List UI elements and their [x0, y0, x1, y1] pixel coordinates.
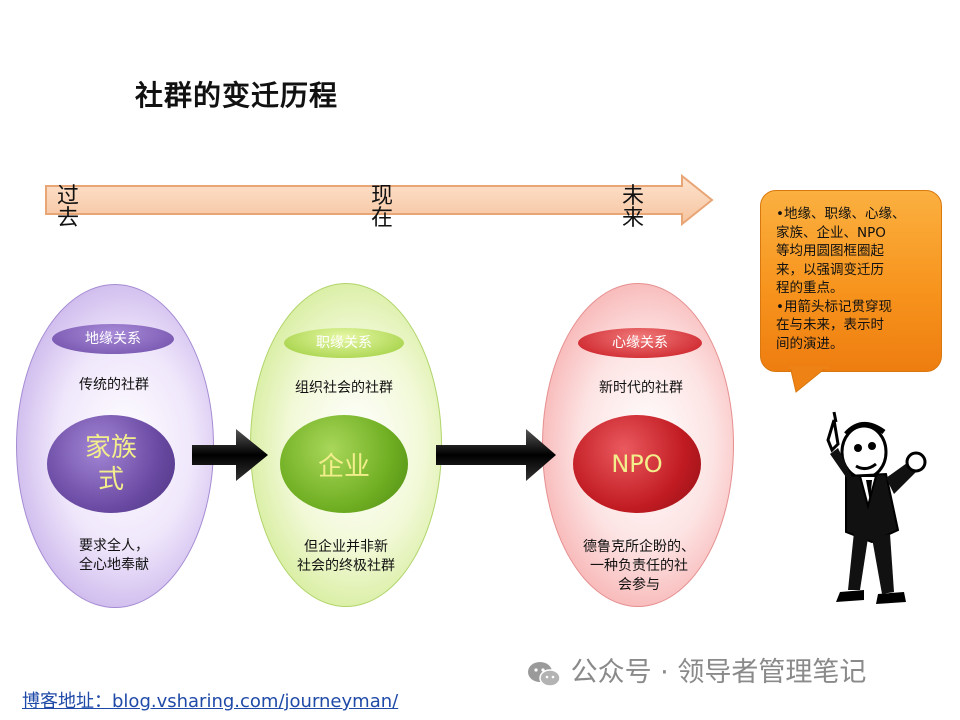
callout-tail — [789, 366, 829, 393]
caption-traditional-community: 传统的社群 — [79, 377, 149, 393]
timeline-present-label: 现在 — [370, 184, 393, 231]
callout-line1: •地缘、职缘、心缘、 — [776, 206, 906, 222]
callout-line8: 间的演进。 — [776, 335, 844, 352]
callout-line3: 等均用圆图框圈起 — [776, 243, 884, 259]
note-traditional: 要求全人， 全心地奉献 — [52, 537, 176, 575]
blog-link[interactable]: 博客地址：blog.vsharing.com/journeyman/ — [22, 691, 399, 712]
page-title: 社群的变迁历程 — [135, 79, 339, 112]
core-label-npo: NPO — [611, 450, 663, 478]
core-circle-family: 家族式 — [47, 415, 175, 513]
note-new-era-line3: 会参与 — [618, 577, 660, 593]
callout-line6: •用箭头标记贯穿现 — [776, 298, 892, 315]
wechat-watermark: 公众号 · 领导者管理笔记 — [526, 650, 866, 689]
note-traditional-line1: 要求全人， — [79, 538, 149, 554]
note-new-era-line2: 一种负责任的社 — [590, 558, 688, 574]
note-organizational-line2: 社会的终极社群 — [297, 558, 395, 574]
timeline-past-label: 过去 — [56, 184, 79, 231]
callout-line4: 来，以强调变迁历 — [776, 261, 884, 278]
watermark-text: 公众号 · 领导者管理笔记 — [570, 657, 867, 688]
callout-text: •地缘、职缘、心缘、 家族、企业、NPO 等均用圆图框圈起 来，以强调变迁历 程… — [776, 205, 932, 353]
callout-line7: 在与未来，表示时 — [776, 317, 884, 333]
note-organizational-line1: 但企业并非新 — [304, 539, 388, 555]
core-circle-enterprise: 企业 — [280, 415, 408, 513]
core-label-enterprise: 企业 — [317, 451, 370, 482]
tag-geographic-relation: 地缘关系 — [52, 324, 174, 354]
transition-arrow-2 — [436, 429, 556, 481]
tag-occupational-relation: 职缘关系 — [284, 328, 404, 358]
wechat-icon — [526, 659, 562, 689]
callout-box — [760, 190, 942, 372]
note-new-era: 德鲁克所企盼的、 一种负责任的社 会参与 — [572, 538, 706, 595]
caption-new-era-community: 新时代的社群 — [599, 380, 683, 396]
tag-spiritual-relation: 心缘关系 — [578, 328, 702, 358]
callout-line5: 程的重点。 — [776, 280, 844, 296]
timeline-arrow — [45, 173, 714, 227]
thinking-man-illustration — [826, 411, 927, 604]
callout-line2: 家族、企业、NPO — [776, 224, 886, 241]
caption-organizational-community: 组织社会的社群 — [295, 380, 393, 396]
core-label-family: 家族式 — [84, 433, 137, 495]
note-new-era-line1: 德鲁克所企盼的、 — [583, 539, 695, 555]
note-traditional-line2: 全心地奉献 — [79, 557, 149, 573]
timeline-future-label: 未来 — [621, 184, 644, 231]
note-organizational: 但企业并非新 社会的终极社群 — [276, 538, 416, 576]
transition-arrow-1 — [192, 429, 268, 481]
core-circle-npo: NPO — [573, 415, 701, 513]
